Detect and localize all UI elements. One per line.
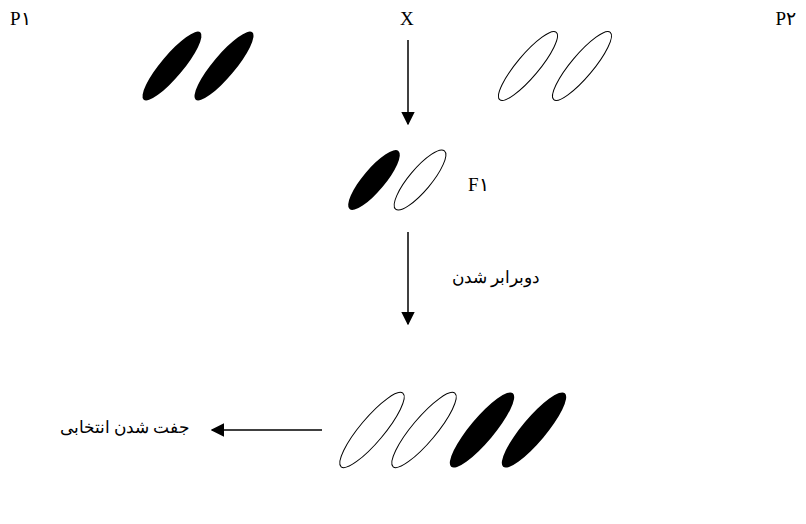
chromosome-black (187, 25, 260, 107)
diagram-label: F۱ (468, 174, 489, 197)
diagram-label: X (400, 8, 414, 31)
diagram-label: دوبرابر شدن (452, 268, 540, 288)
diagram-label: P۱ (10, 8, 31, 31)
arrow (212, 429, 322, 431)
diagram-label: P۲ (775, 8, 796, 31)
chromosome-black (494, 386, 574, 475)
arrow (407, 40, 409, 124)
chromosome-white (545, 25, 618, 107)
chromosome-white (387, 144, 453, 216)
diagram-label: جفت شدن انتخابی (60, 418, 191, 438)
arrow (407, 232, 409, 324)
